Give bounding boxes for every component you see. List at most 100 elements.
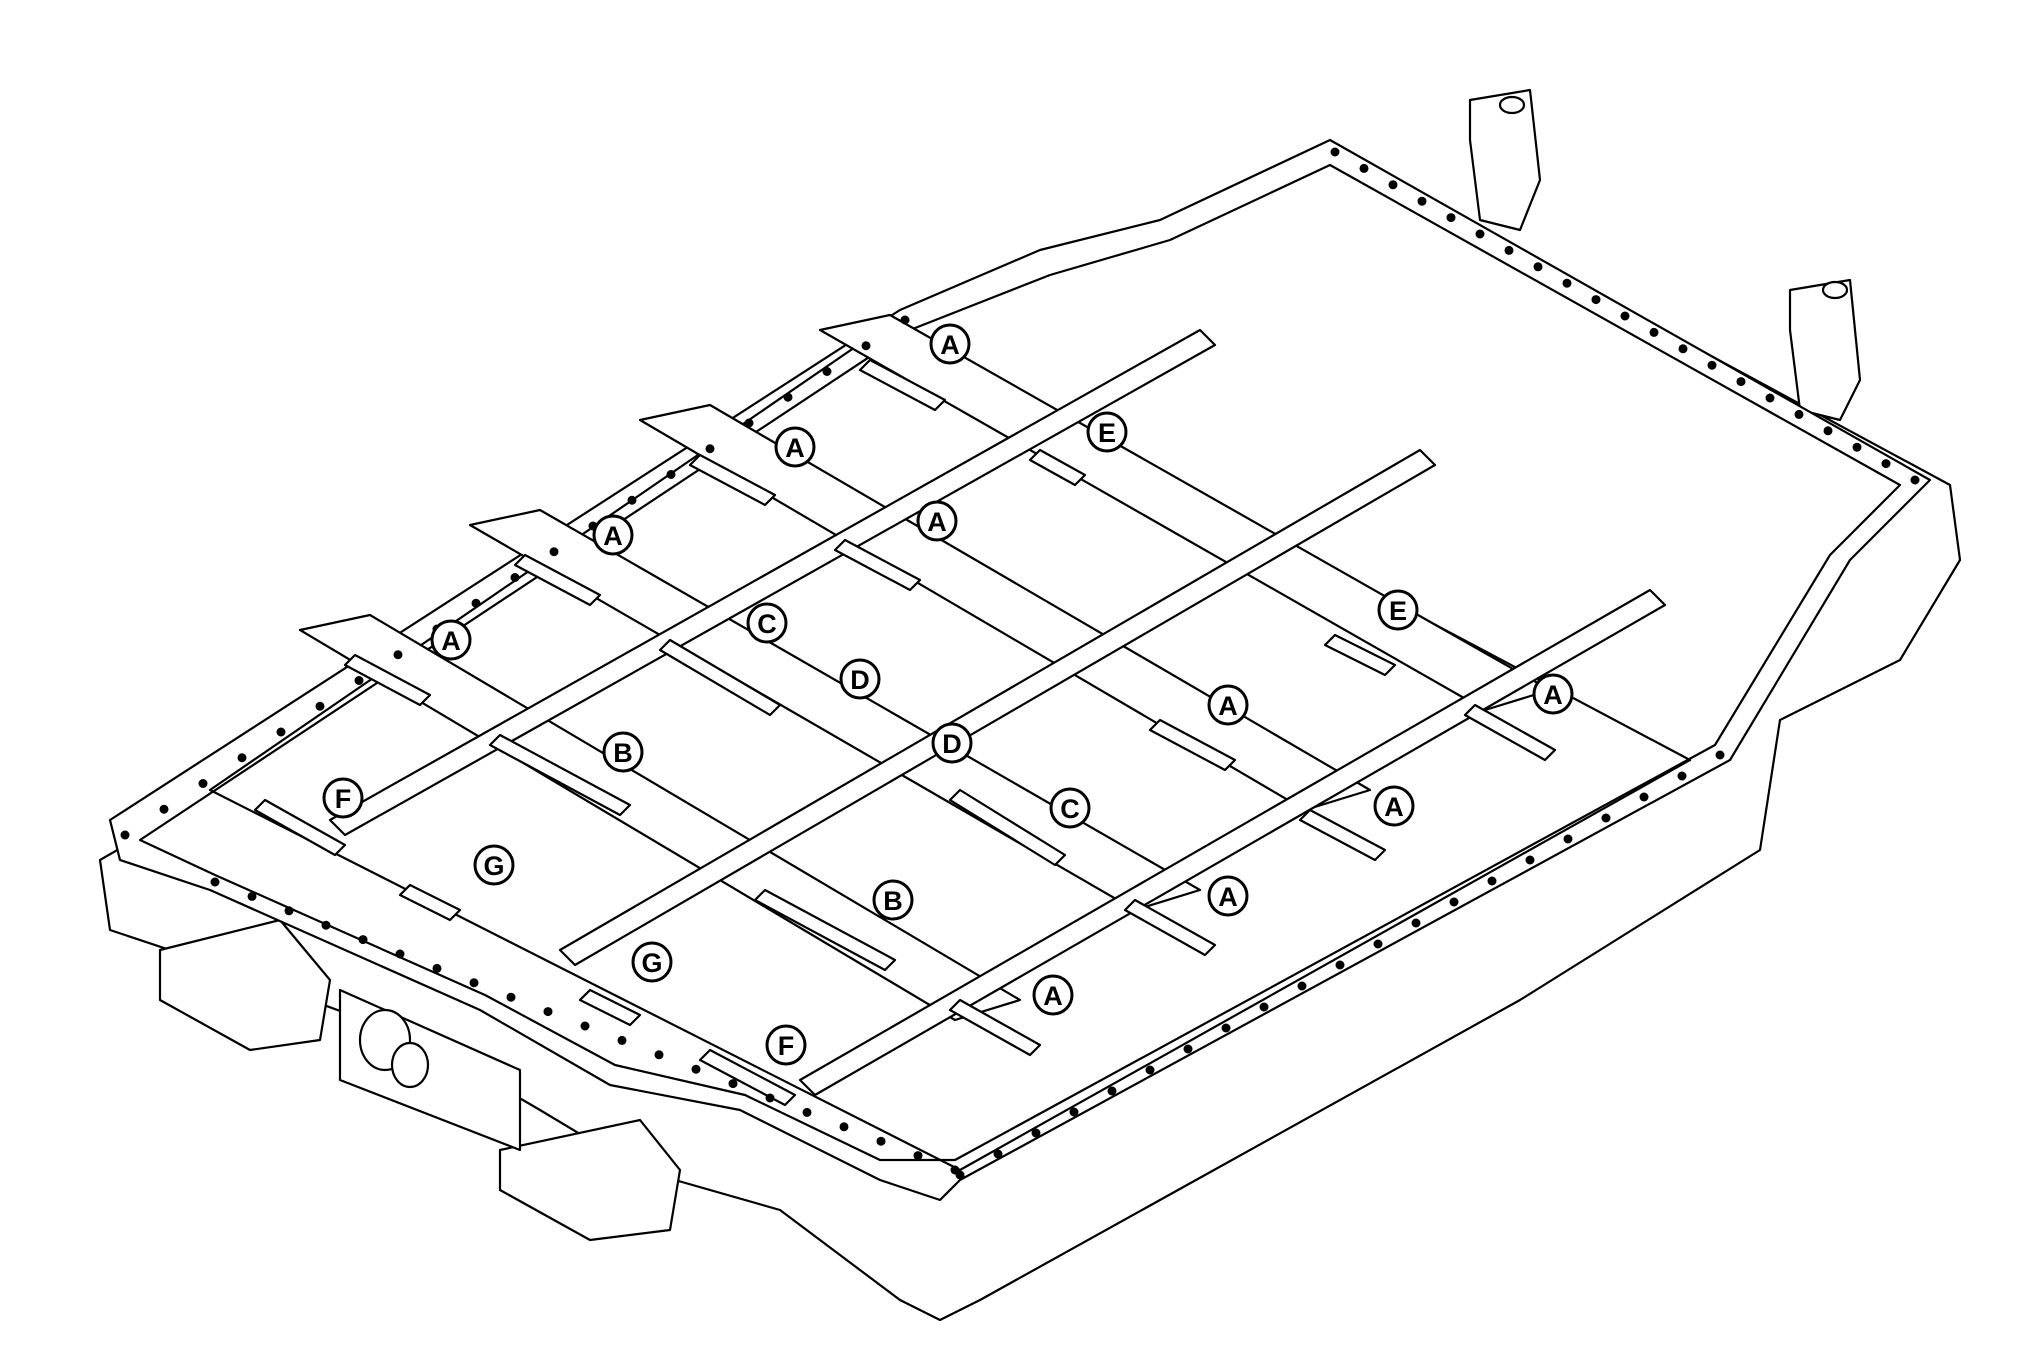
callout-circle [839, 658, 881, 700]
callout-letter: D [850, 665, 870, 695]
cross-members [298, 313, 1552, 1022]
callout-letter: A [1384, 792, 1404, 822]
rim-bolt [1562, 278, 1572, 288]
callout-letter: E [1389, 596, 1407, 626]
callout-letter: B [613, 738, 633, 768]
callout-c: C [746, 602, 788, 644]
rim-bolt [1359, 163, 1369, 173]
callout-circle [774, 426, 816, 468]
connector-strip [688, 453, 777, 507]
callout-circle [1373, 785, 1415, 827]
rim-bolt [543, 1007, 553, 1017]
rim-bolt [1677, 771, 1687, 781]
rim-bolt [1449, 897, 1459, 907]
callout-letter: A [927, 507, 947, 537]
rim-bolt [1910, 475, 1920, 485]
rim-bolt [354, 676, 364, 685]
callout-a: A [1532, 673, 1574, 715]
rim-bolt [1373, 939, 1383, 949]
callout-a: A [1207, 875, 1249, 917]
callout-circle [592, 514, 634, 556]
rim-bolt [876, 1136, 886, 1146]
callout-letter: A [785, 433, 805, 463]
rim-bolt [900, 315, 910, 325]
rim-bolt [1297, 981, 1307, 991]
rim-bolt [744, 418, 754, 428]
rim-bolt [1794, 409, 1804, 419]
callout-circle [916, 500, 958, 542]
rim-bolt [1765, 393, 1775, 403]
callout-circle [929, 323, 971, 365]
callout-letter: A [603, 521, 623, 551]
callout-letter: F [335, 784, 352, 814]
callout-a: A [1207, 684, 1249, 726]
callout-letter: B [883, 886, 903, 916]
rim-bolt [1417, 196, 1427, 206]
rim-outline [108, 138, 1932, 1202]
longitudinal-members [328, 328, 1667, 1097]
callout-b: B [602, 731, 644, 773]
rim-bolt [666, 470, 676, 479]
rim-bolt [1591, 295, 1601, 305]
callout-circle [322, 777, 364, 819]
callout-circle [1377, 589, 1419, 631]
connector-strip [398, 883, 462, 922]
callout-a: A [430, 619, 472, 661]
callout-f: F [322, 777, 364, 819]
rim-bolt [802, 1107, 812, 1117]
rim-bolt [1852, 442, 1862, 452]
connector-strip [1123, 898, 1217, 957]
rim-bolt [1475, 229, 1485, 239]
rim-bolts [120, 147, 1920, 1180]
rear-mount-right [1788, 278, 1862, 422]
callout-a: A [774, 426, 816, 468]
callout-circle [931, 722, 973, 764]
rim-bolt [955, 1170, 965, 1180]
callout-letter: A [1543, 680, 1563, 710]
rim-bolt [1031, 1128, 1041, 1138]
rim-bolt [1620, 311, 1630, 321]
rim-bolt [1388, 180, 1398, 190]
connector-strip [578, 988, 642, 1027]
rim-bolt [1145, 1065, 1155, 1075]
callout-circle [1207, 875, 1249, 917]
callout-circle [1049, 787, 1091, 829]
connector-strips [253, 358, 1557, 1107]
connector-port-2 [390, 1041, 430, 1089]
callout-d: D [931, 722, 973, 764]
callout-circle [1207, 684, 1249, 726]
callout-a: A [1373, 785, 1415, 827]
callout-letter: F [778, 1031, 795, 1061]
rim-bolt [654, 1050, 664, 1060]
connector-strip [1463, 703, 1557, 762]
connector-strip [513, 553, 602, 607]
connector-strip [1323, 633, 1397, 677]
rim-bolt [159, 804, 169, 814]
connector-strip [488, 733, 632, 817]
callout-a: A [929, 323, 971, 365]
rim-bolt [1504, 245, 1514, 255]
rim-bolt [120, 830, 130, 840]
rim-bolt [1649, 327, 1659, 337]
rim-bolt [1736, 377, 1746, 387]
rear-mount-hole-right [1821, 280, 1849, 300]
callout-b: B [872, 879, 914, 921]
callout-letter: D [942, 729, 962, 759]
rim-bolt [1107, 1086, 1117, 1096]
cavity-wall-floor-edge [958, 758, 1692, 1172]
cross-member-2 [468, 508, 1202, 912]
rim-bolt [549, 547, 559, 557]
rim-bolt [506, 992, 516, 1002]
rim-bolt [1183, 1044, 1193, 1054]
callout-e: E [1086, 411, 1128, 453]
callout-d: D [839, 658, 881, 700]
rim-bolt [315, 701, 325, 711]
rim-bolt [393, 650, 403, 660]
callout-letter: G [641, 948, 662, 978]
callout-letter: C [1060, 794, 1080, 824]
callout-letter: A [1218, 691, 1238, 721]
callout-circle [765, 1024, 807, 1066]
